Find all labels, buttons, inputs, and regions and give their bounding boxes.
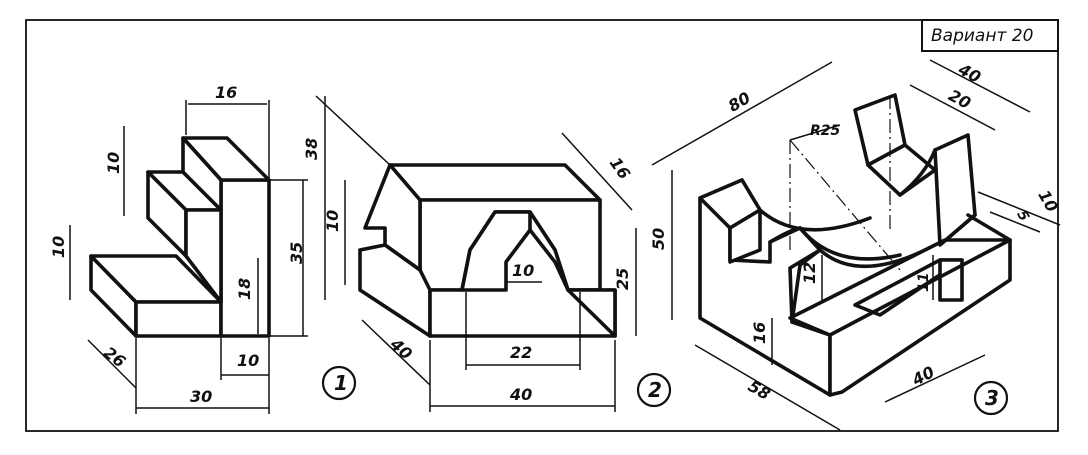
fig1-dim-inner-height: 18 [235,278,254,300]
fig3-dim-slot-depth: 11 [916,273,932,292]
fig2-dim-notch: 10 [323,210,342,232]
fig1-dim-base-height: 10 [49,236,68,258]
fig1-dim-width: 30 [190,387,212,406]
fig3-dim-upright: 20 [945,86,974,113]
fig1-dim-step: 10 [104,152,123,174]
figure-3-cradle-block: 80 40 20 R25 50 10 5 12 11 16 58 40 3 [649,59,1062,431]
variant-label: Вариант 20 [931,26,1033,46]
figure-2-number: 2 [648,378,662,402]
fig3-dim-slot-length: 40 [908,362,937,390]
fig2-dim-width: 40 [509,385,532,404]
figure-2-channel-block: 38 10 16 10 25 40 22 40 2 [302,95,672,412]
fig1-dim-total-height: 35 [287,242,306,264]
fig1-dim-back-width: 10 [237,351,259,370]
fig3-dim-radius: R25 [810,123,841,139]
fig2-dim-base-height: 25 [613,268,632,290]
fig2-dim-depth: 40 [386,334,416,364]
fig1-dim-top: 16 [215,83,237,102]
figure-1-stepped-block: 16 10 10 35 18 26 10 30 1 [49,83,357,414]
fig2-dim-height: 38 [302,138,321,160]
fig3-dim-depth: 58 [745,376,774,404]
fig3-dim-slab: 16 [750,322,769,344]
fig3-dim-width-top: 40 [955,59,984,87]
figure-1-number: 1 [334,371,348,395]
fig2-dim-inner-width: 22 [510,343,532,362]
fig2-dim-top-depth: 16 [606,154,634,183]
drawing-frame [25,19,1059,432]
fig1-dim-depth: 26 [100,343,129,372]
fig3-dim-length: 80 [725,88,754,116]
fig2-dim-channel: 10 [512,261,534,280]
figure-3-number: 3 [985,386,999,410]
fig3-dim-saddle-height: 12 [800,262,819,284]
fig3-dim-height: 50 [649,228,668,250]
variant-title-box: Вариант 20 [921,19,1059,52]
